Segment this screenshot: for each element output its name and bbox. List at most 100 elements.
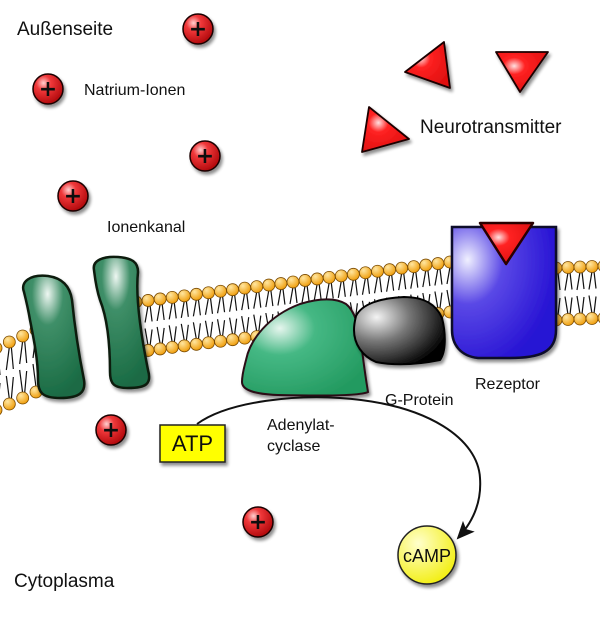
neurotransmitter-molecules [361, 41, 549, 153]
lipid-tail [373, 276, 379, 294]
lipid-tail [354, 279, 358, 296]
lipid-tail [216, 319, 222, 337]
outside-label: Außenseite [17, 19, 113, 40]
lipid-tail [557, 297, 561, 316]
sodium-ion-circle [242, 506, 274, 538]
lipid-tail [270, 290, 274, 307]
lipid-tail [306, 285, 310, 302]
sodium-ion: + [189, 140, 221, 172]
lipid-tail [361, 277, 367, 295]
lipid-tail [569, 272, 573, 290]
lipid-tail [5, 346, 10, 371]
lipid-tail [581, 271, 585, 290]
lipid-tail [221, 296, 226, 313]
lipid-tail [216, 296, 222, 314]
receptor-label: Rezeptor [475, 376, 541, 393]
lipid-tail [168, 302, 173, 320]
lipid-tail [180, 300, 185, 318]
ion-channel-left-subunit [21, 274, 86, 400]
lipid-head [322, 270, 336, 284]
reaction-arrow [196, 396, 482, 540]
camp-molecule: cAMP [397, 525, 457, 585]
lipid-tail [253, 291, 258, 309]
lipid-tail [229, 317, 234, 335]
lipid-tail [234, 318, 238, 335]
lipid-tail [576, 295, 581, 315]
receptor-protein [450, 225, 558, 360]
lipid-tail [446, 289, 451, 308]
lipid-tail [557, 272, 561, 291]
sodium-ion-circle [57, 180, 89, 212]
lipid-tail [593, 271, 597, 289]
lipid-tail [410, 271, 415, 289]
lipid-tail [289, 286, 294, 305]
sodium-ions: ++++++ [32, 13, 274, 538]
lipid-tail [24, 340, 28, 364]
lipid-tail [149, 329, 153, 346]
lipid-tail [391, 274, 395, 291]
lipid-tail [337, 280, 342, 298]
lipid-tail [313, 283, 318, 302]
lipid-head [153, 292, 167, 306]
lipid-tail [10, 346, 14, 370]
lipid-tail [265, 289, 270, 308]
lipid-tail [173, 302, 177, 319]
lipid-tail [330, 282, 334, 299]
lipid-head [165, 340, 179, 354]
sodium-ion-circle [189, 140, 221, 172]
lipid-tail [415, 271, 419, 288]
camp-label: cAMP [403, 546, 451, 566]
lipid-tail [282, 288, 286, 305]
plus-icon: + [39, 77, 57, 102]
plus-icon: + [189, 17, 207, 42]
lipid-head [359, 266, 372, 280]
lipid-head [573, 312, 587, 326]
lipid-head [16, 329, 30, 343]
sodium-ion: + [57, 180, 89, 212]
adenylate-cyclase-label-line2: cyclase [267, 438, 320, 455]
lipid-head [431, 257, 445, 270]
lipid-tail [277, 288, 282, 306]
lipid-tail [422, 269, 427, 288]
cytoplasm-label: Cytoplasma [14, 571, 115, 592]
lipid-head [202, 336, 215, 350]
lipid-head [250, 280, 264, 294]
lipid-head [153, 342, 167, 356]
adenylate-cyclase-protein [240, 298, 370, 397]
lipid-tail [24, 370, 28, 394]
lipid-tail [241, 316, 246, 334]
lipid-head [585, 312, 599, 325]
bound-neurotransmitter-icon [478, 221, 535, 266]
lipid-tail [156, 326, 161, 345]
lipid-tail [588, 271, 593, 290]
lipid-tail [398, 273, 403, 291]
camp-circle-shape [397, 525, 457, 585]
lipid-tail [294, 286, 298, 304]
lipid-tail [564, 296, 569, 315]
sodium-ion-circle [182, 13, 214, 45]
lipid-head [573, 260, 587, 274]
lipid-tail [161, 303, 165, 320]
neurotransmitter-label: Neurotransmitter [420, 117, 562, 138]
lipid-tail [161, 327, 165, 344]
lipid-tail [434, 268, 439, 286]
lipid-tail [439, 292, 443, 309]
lipid-tail [144, 305, 149, 323]
neurotransmitter-triangle-icon [361, 106, 410, 153]
membrane-segment [549, 260, 600, 327]
lipid-tail [168, 325, 173, 343]
lipid-tail [318, 283, 322, 300]
lipid-tail [197, 299, 201, 316]
lipid-tail [204, 297, 210, 315]
lipid-tail [588, 295, 593, 314]
sodium-ion-circle [95, 414, 127, 446]
lipid-head [165, 290, 179, 304]
lipid-tail [197, 323, 201, 340]
lipid-head [585, 260, 599, 273]
plus-icon: + [196, 144, 214, 169]
lipid-head [189, 337, 203, 351]
lipid-head [2, 397, 16, 411]
lipid-head [419, 258, 433, 272]
g-protein-label: G-Protein [385, 392, 453, 409]
lipid-head [383, 263, 397, 277]
